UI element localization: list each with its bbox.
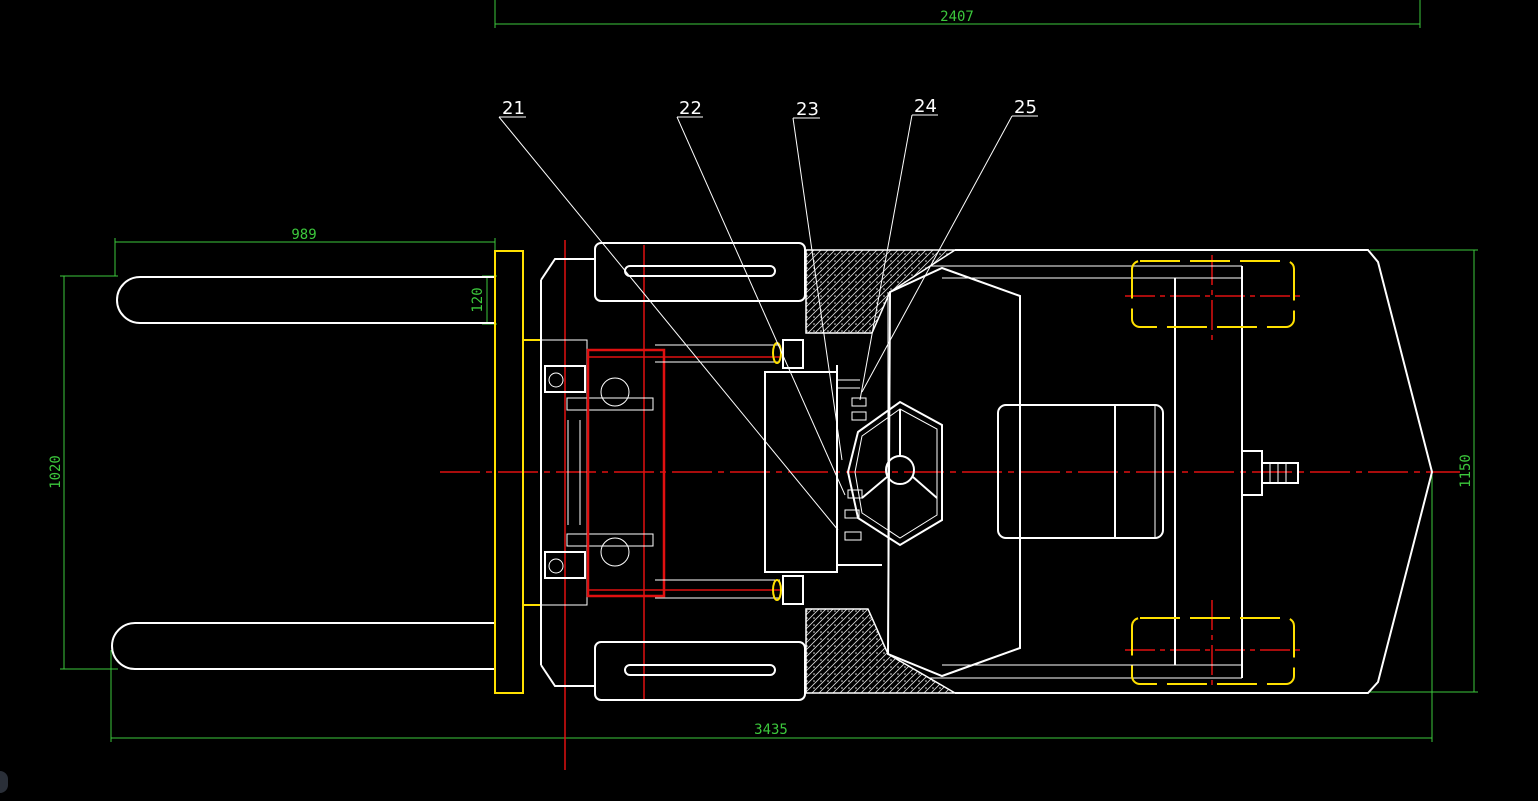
dimension-label-body-width: 1150 xyxy=(1458,454,1474,488)
callout-21: 21 xyxy=(498,98,839,531)
dimension-label-fork-thickness: 120 xyxy=(470,287,486,312)
dimension-fork-989: 989 xyxy=(114,227,496,276)
operator-compartment xyxy=(886,266,1021,678)
battery-block xyxy=(764,365,882,573)
mast-assembly xyxy=(540,258,804,687)
callout-24: 24 xyxy=(859,96,938,401)
steering-wheel xyxy=(846,400,943,547)
tow-hitch xyxy=(1241,450,1299,496)
callout-label-21: 21 xyxy=(502,98,525,119)
centerlines xyxy=(440,240,1460,770)
dimension-label-overall: 3435 xyxy=(754,722,788,738)
corner-widget[interactable] xyxy=(0,771,8,793)
callout-label-23: 23 xyxy=(796,99,819,120)
callout-22: 22 xyxy=(676,98,846,496)
dimension-body-width-1150: 1150 xyxy=(1370,249,1478,693)
rear-wheel-upper xyxy=(1131,260,1295,328)
rear-wheel-lower xyxy=(1131,617,1295,685)
fork-lower xyxy=(111,622,495,670)
dimension-label-fork-width: 1020 xyxy=(48,455,64,489)
callout-label-24: 24 xyxy=(914,96,937,117)
hatched-region-upper xyxy=(805,249,958,334)
fork-upper xyxy=(116,276,495,324)
hatched-region-lower xyxy=(805,608,958,694)
dimension-top-2407: 2407 xyxy=(494,0,1421,28)
operator-seat xyxy=(997,404,1164,539)
callout-23: 23 xyxy=(792,99,843,461)
callout-label-25: 25 xyxy=(1014,97,1037,118)
dimension-fork-thickness-120: 120 xyxy=(470,275,497,325)
chassis-body xyxy=(930,249,1434,694)
callout-label-22: 22 xyxy=(679,98,702,119)
front-wheel-lower xyxy=(594,641,806,701)
dimension-label-fork-length: 989 xyxy=(291,227,316,243)
callout-25: 25 xyxy=(861,97,1038,393)
dimension-overall-3435: 3435 xyxy=(110,475,1433,742)
dimension-label-top: 2407 xyxy=(940,9,974,25)
dimension-fork-width-1020: 1020 xyxy=(48,275,118,670)
